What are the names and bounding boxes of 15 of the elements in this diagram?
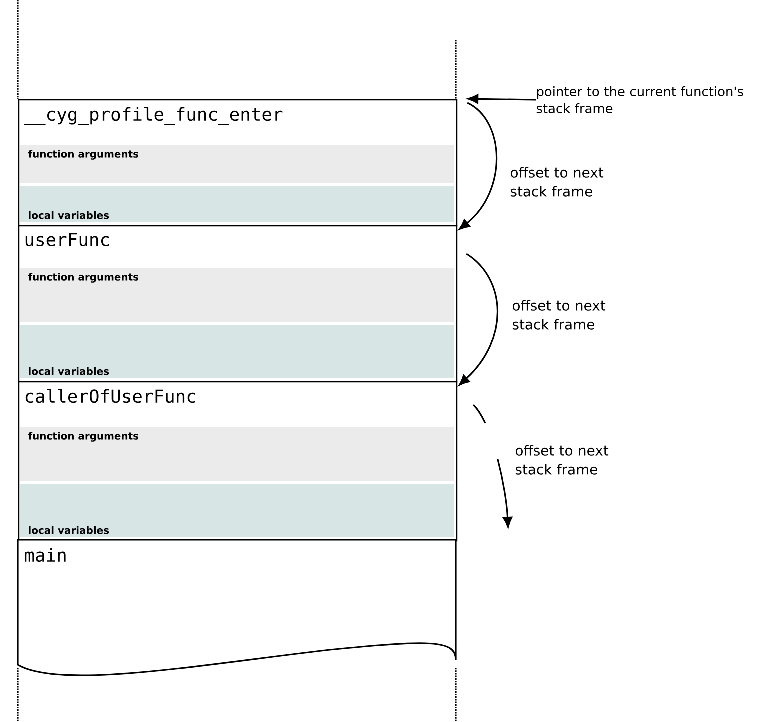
edge-label: offset to next stack frame <box>512 300 606 330</box>
memory-band: local variables <box>20 484 454 538</box>
stack-frame: main <box>17 539 457 676</box>
memory-band: function arguments <box>20 427 454 482</box>
memory-band: local variables <box>20 186 454 222</box>
memory-band: local variables <box>20 325 454 378</box>
arrow <box>468 94 536 104</box>
memory-band: function arguments <box>20 268 454 322</box>
curved-arrow <box>473 404 513 528</box>
edge-label: offset to next stack frame <box>510 167 604 197</box>
edge-label: offset to next stack frame <box>516 445 609 475</box>
memory-band: function arguments <box>20 145 454 184</box>
curved-arrow <box>459 102 498 230</box>
curved-arrow <box>458 253 498 386</box>
pointer-label: pointer to the current function's stack frame <box>536 86 744 114</box>
